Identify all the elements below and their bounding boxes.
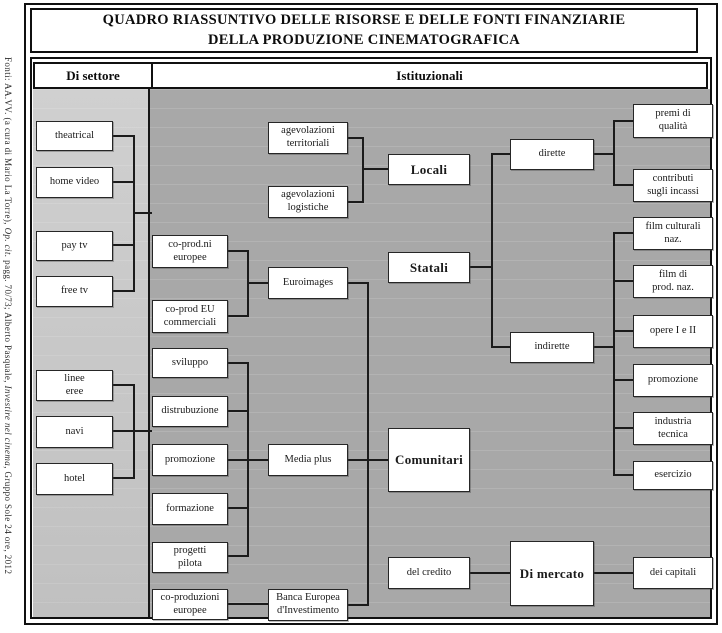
node-del-credito: del credito	[388, 557, 470, 589]
connector-line	[348, 137, 364, 139]
connector-line	[613, 120, 633, 122]
node-opere-i-e-ii: opere I e II	[633, 315, 713, 348]
connector-line	[491, 346, 510, 348]
node-sviluppo: sviluppo	[152, 348, 228, 378]
node-esercizio: esercizio	[633, 461, 713, 490]
connector-line	[348, 201, 364, 203]
connector-line	[362, 168, 388, 170]
node-co-prod-eu-commerciali: co-prod EU commerciali	[152, 300, 228, 333]
connector-line	[594, 572, 633, 574]
node-locali: Locali	[388, 154, 470, 185]
node-comunitari: Comunitari	[388, 428, 470, 492]
connector-line	[613, 474, 633, 476]
connector-line	[613, 232, 615, 476]
node-contributi-sugli-incassi: contributi sugli incassi	[633, 169, 713, 202]
source-pages: pagg. 70/73; Alberto Pasquale,	[3, 257, 13, 386]
connector-line	[613, 280, 633, 282]
source-citation: Fonti: AA.VV. (a cura di Mario La Torre)…	[3, 6, 13, 626]
connector-line	[470, 266, 492, 268]
node-indirette: indirette	[510, 332, 594, 363]
connector-line	[247, 282, 268, 284]
connector-line	[113, 244, 134, 246]
node-home-video: home video	[36, 167, 113, 198]
connector-line	[133, 384, 135, 479]
connector-line	[613, 120, 615, 186]
connector-line	[491, 153, 510, 155]
connector-line	[113, 477, 134, 479]
connector-line	[613, 184, 633, 186]
title-box: QUADRO RIASSUNTIVO DELLE RISORSE E DELLE…	[30, 8, 698, 53]
title-line-1: QUADRO RIASSUNTIVO DELLE RISORSE E DELLE…	[102, 11, 626, 28]
connector-line	[613, 330, 633, 332]
connector-line	[228, 250, 249, 252]
connector-line	[113, 384, 134, 386]
connector-line	[247, 362, 249, 557]
connector-line	[613, 232, 633, 234]
node-statali: Statali	[388, 252, 470, 283]
node-dirette: dirette	[510, 139, 594, 170]
connector-line	[613, 379, 633, 381]
node-film-di-prod-naz: film di prod. naz.	[633, 265, 713, 298]
node-distrubuzione: distrubuzione	[152, 396, 228, 427]
node-free-tv: free tv	[36, 276, 113, 307]
node-agevolazioni-territoriali: agevolazioni territoriali	[268, 122, 348, 154]
header-row: Di settore Istituzionali	[33, 62, 708, 89]
connector-line	[113, 430, 152, 432]
connector-line	[113, 290, 134, 292]
connector-line	[228, 362, 249, 364]
connector-line	[113, 135, 134, 137]
source-text: Fonti: AA.VV. (a cura di Mario La Torre)…	[3, 57, 13, 228]
header-istituzionali: Istituzionali	[396, 67, 463, 83]
node-hotel: hotel	[36, 463, 113, 495]
connector-line	[613, 427, 633, 429]
node-dei-capitali: dei capitali	[633, 557, 713, 589]
connector-line	[348, 604, 369, 606]
node-banca-europea-investimento: Banca Europea d'Investimento	[268, 589, 348, 621]
node-pay-tv: pay tv	[36, 231, 113, 261]
header-di-settore: Di settore	[35, 64, 153, 87]
connector-line	[228, 555, 249, 557]
node-progetti-pilota: progetti pilota	[152, 542, 228, 573]
node-premi-di-qualita: premi di qualità	[633, 104, 713, 138]
connector-line	[348, 282, 369, 284]
connector-line	[367, 282, 369, 606]
node-co-prod-ni-europee: co-prod.ni europee	[152, 235, 228, 268]
source-publisher: , Gruppo Sole 24 ore, 2012	[3, 466, 13, 575]
connector-line	[362, 137, 364, 203]
node-navi: navi	[36, 416, 113, 448]
node-promozione-indirette: promozione	[633, 364, 713, 397]
source-opcit: Op. cit.	[3, 227, 13, 258]
connector-line	[113, 181, 134, 183]
connector-line	[594, 153, 614, 155]
outer-frame	[24, 3, 718, 625]
connector-line	[133, 212, 152, 214]
connector-line	[228, 410, 249, 412]
node-linee-eree: linee eree	[36, 370, 113, 401]
node-promozione-media: promozione	[152, 444, 228, 476]
connector-line	[228, 603, 268, 605]
title-line-2: DELLA PRODUZIONE CINEMATOGRAFICA	[208, 31, 520, 48]
node-co-produzioni-europee: co-produzioni europee	[152, 589, 228, 620]
connector-line	[594, 346, 614, 348]
node-formazione: formazione	[152, 493, 228, 525]
node-di-mercato: Di mercato	[510, 541, 594, 606]
node-media-plus: Media plus	[268, 444, 348, 476]
connector-line	[228, 315, 249, 317]
node-industria-tecnica: industria tecnica	[633, 412, 713, 445]
connector-line	[348, 459, 388, 461]
connector-line	[491, 153, 493, 348]
node-euroimages: Euroimages	[268, 267, 348, 299]
connector-line	[470, 572, 510, 574]
source-book-title: Investire nel cinema	[3, 385, 13, 467]
connector-line	[228, 507, 249, 509]
node-film-culturali-naz: film culturali naz.	[633, 217, 713, 250]
node-agevolazioni-logistiche: agevolazioni logistiche	[268, 186, 348, 218]
node-theatrical: theatrical	[36, 121, 113, 151]
